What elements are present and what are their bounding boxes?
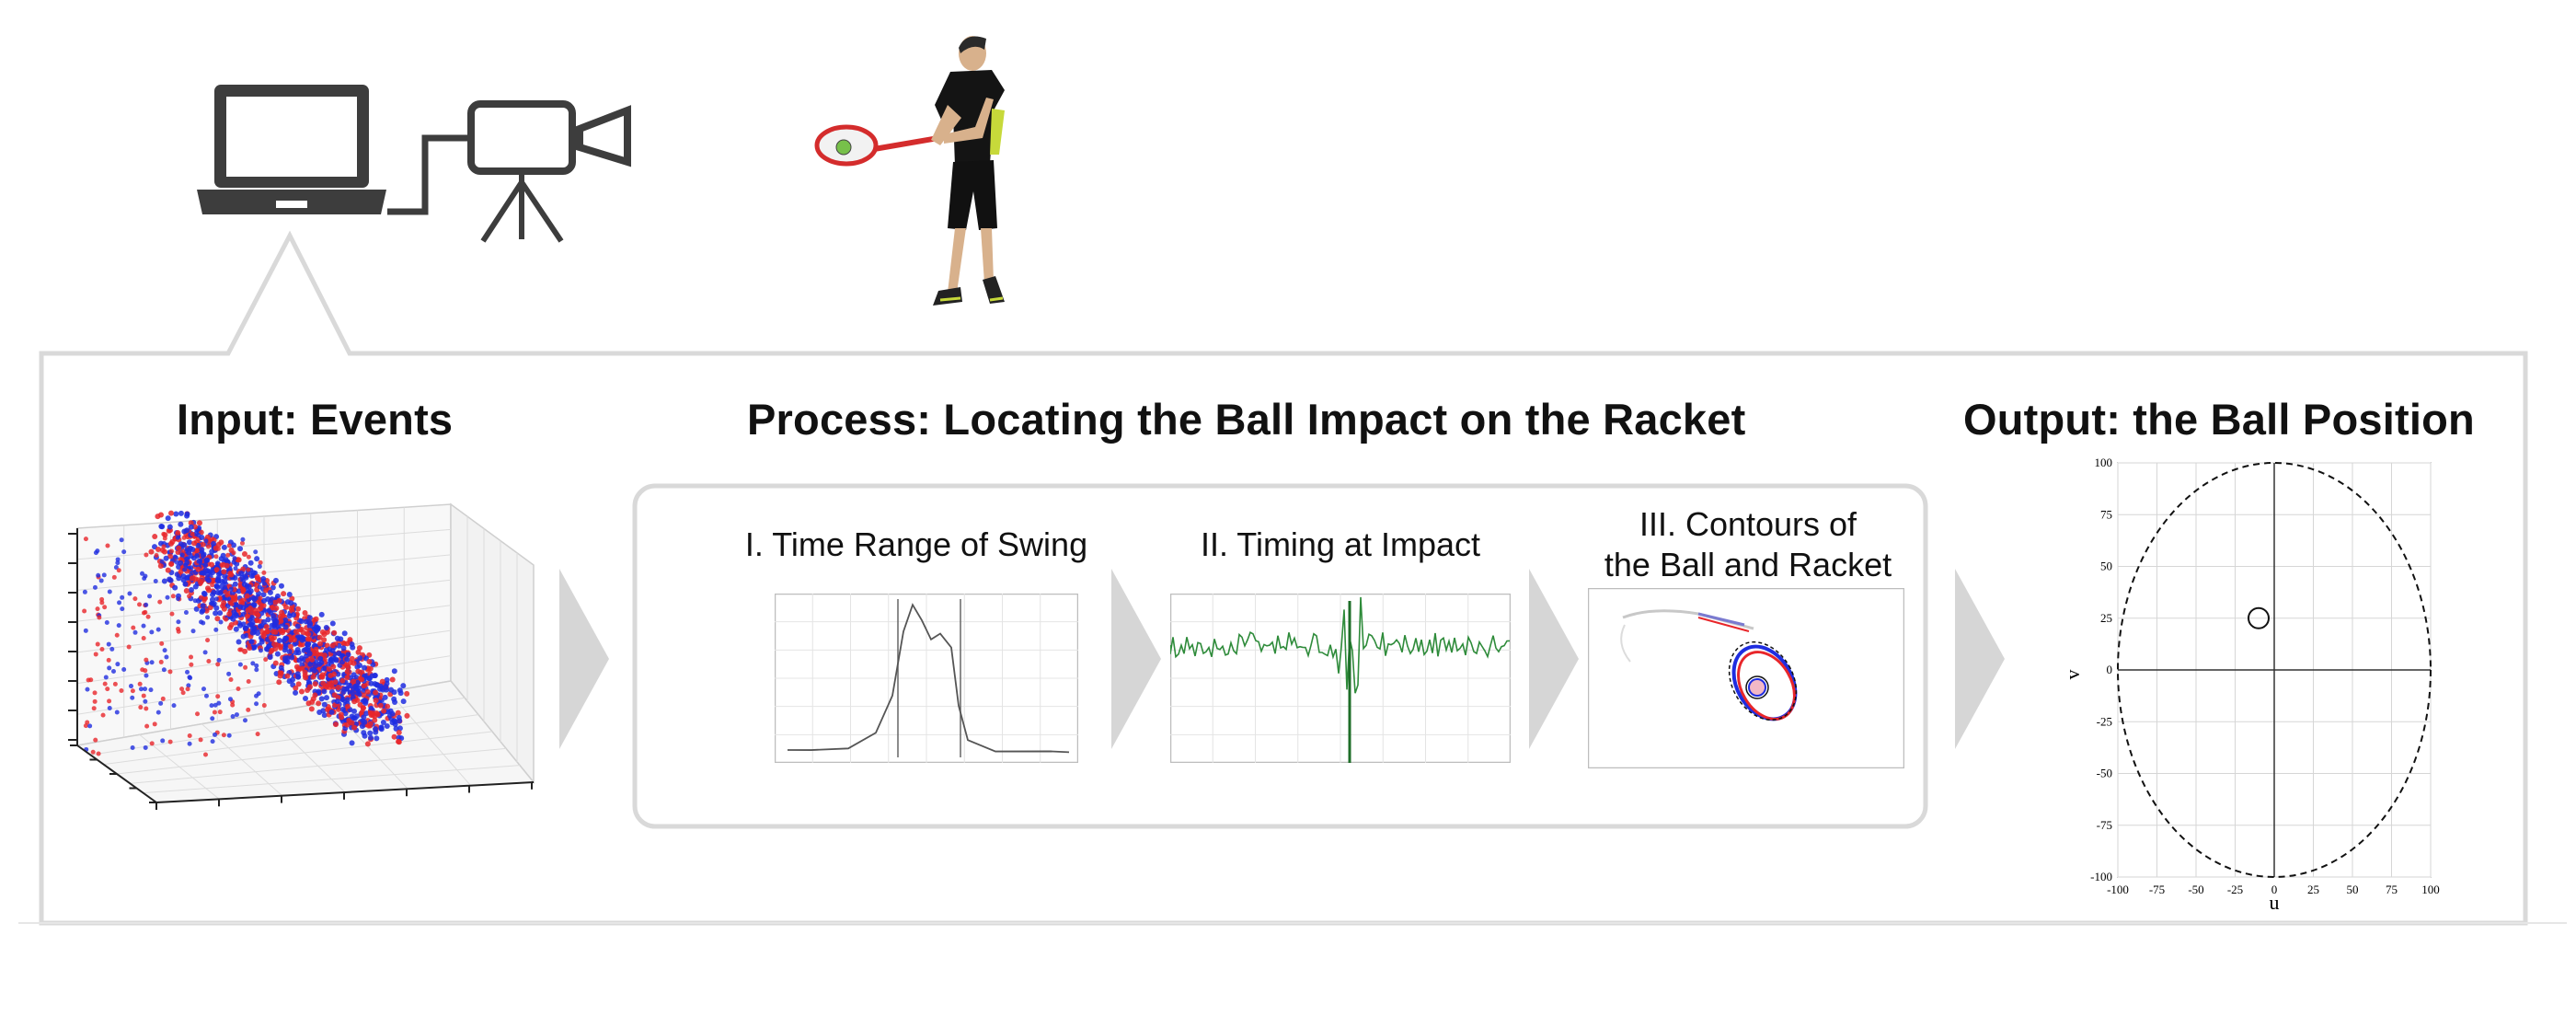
ball-position-plot: -100 -75 -50 -25 0 25 50 75 100 100 75 50 25 0 -25 -50 -… [2061,456,2440,914]
laptop-icon [197,85,386,214]
x-tick-label: -25 [2227,883,2243,896]
laptop-camera-icon [197,85,631,243]
step3-title: III. Contours of the Ball and Racket [1582,504,1914,585]
x-tick-label: 75 [2386,883,2398,896]
process-title: Process: Locating the Ball Impact on the… [747,395,1746,444]
arrow-input-to-process [559,569,609,749]
y-tick-label: 75 [2100,507,2112,521]
y-tick-label: -25 [2097,714,2112,728]
video-camera-icon [467,100,631,243]
y-tick-label: 0 [2107,663,2113,676]
tennis-player-illustration [814,36,1005,306]
ball-contour [1745,675,1769,699]
y-tick-label: -75 [2097,818,2112,832]
ball-racket-contours-image [1588,588,1904,768]
impact-timing-chart [1170,594,1511,763]
step1-title: I. Time Range of Swing [744,525,1088,563]
output-title: Output: the Ball Position [1963,395,2475,444]
arrow-step1-to-step2 [1111,569,1161,749]
ball-position-marker [2248,606,2270,629]
input-title: Input: Events [177,395,454,444]
step2-title: II. Timing at Impact [1200,525,1481,563]
x-tick-label: 0 [2271,883,2278,896]
racket-outline [2117,462,2432,878]
x-tick-label: -75 [2149,883,2165,896]
x-axis-label: u [2270,891,2280,914]
racket-contour [1728,640,1798,721]
y-tick-label: 25 [2100,611,2112,625]
step3-title-line2: the Ball and Racket [1604,546,1892,583]
x-tick-label: 100 [2421,883,2440,896]
process-frame [632,483,1928,829]
event-cloud-3d-plot [68,502,535,810]
x-tick-label: -100 [2107,883,2129,896]
arrow-process-to-output [1955,569,2005,749]
step3-title-line1: III. Contours of [1639,505,1857,543]
x-tick-label: 25 [2307,883,2319,896]
arrow-step2-to-step3 [1529,569,1579,749]
y-tick-label: 50 [2100,560,2112,573]
swing-range-chart [775,594,1078,763]
y-axis-label: v [2061,670,2084,680]
y-tick-label: 100 [2095,456,2113,469]
x-tick-label: -50 [2188,883,2203,896]
x-tick-label: 50 [2347,883,2359,896]
y-tick-label: -50 [2097,767,2112,780]
y-tick-label: -100 [2090,870,2112,883]
